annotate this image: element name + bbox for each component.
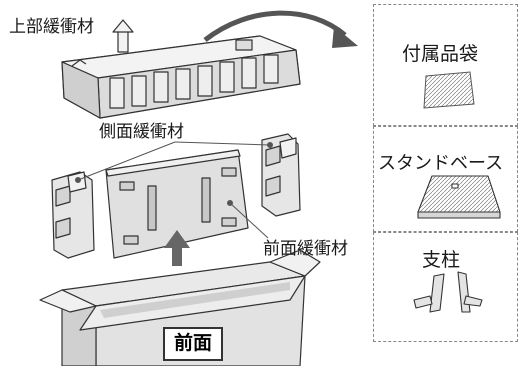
front-cushion-leader xyxy=(227,200,269,239)
panel-title-column: 支柱 xyxy=(422,249,461,271)
right-side-cushion xyxy=(261,133,301,217)
accessory-bag xyxy=(423,71,475,109)
panel-stand-base: スタンドベース xyxy=(373,126,518,232)
left-side-cushion xyxy=(51,171,95,259)
stand-column xyxy=(413,271,483,313)
panel-stand-column: 支柱 xyxy=(373,232,518,342)
top-cushion xyxy=(61,19,301,119)
label-front-cushion: 前面緩衝材 xyxy=(263,239,348,259)
label-side-cushion: 側面緩衝材 xyxy=(99,122,184,142)
box-front-label: 前面 xyxy=(163,327,223,361)
front-cushion xyxy=(105,149,249,259)
label-top-cushion: 上部緩衝材 xyxy=(9,17,94,37)
stand-base xyxy=(417,175,501,219)
panel-title-stand-base: スタンドベース xyxy=(378,153,504,174)
insert-arrow xyxy=(164,230,190,266)
panel-title-accessory-bag: 付属品袋 xyxy=(402,43,479,65)
side-cushion-leaders xyxy=(75,141,273,183)
panel-accessory-bag: 付属品袋 xyxy=(373,4,518,126)
cardboard-box xyxy=(39,249,321,367)
move-arrow xyxy=(203,10,358,48)
